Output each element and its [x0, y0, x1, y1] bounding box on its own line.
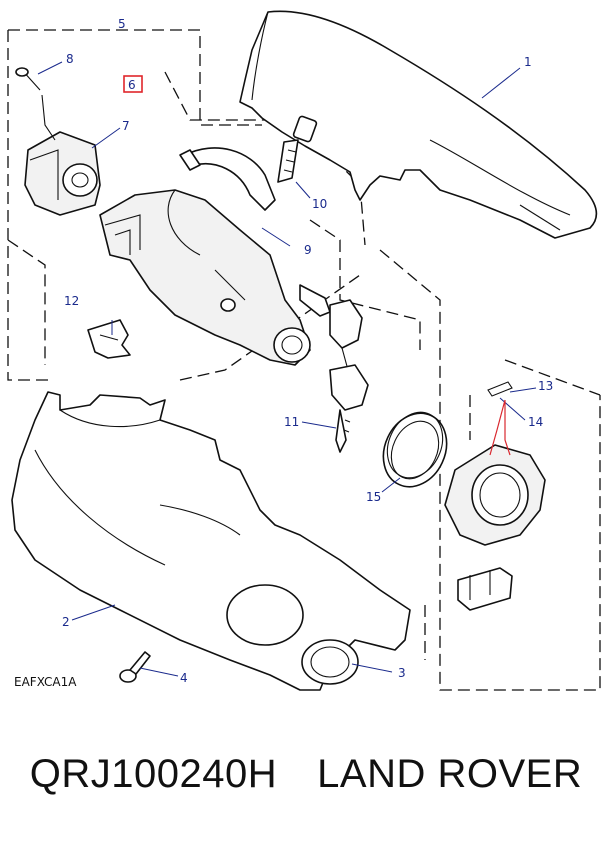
callout-9: 9 [304, 243, 312, 257]
keys-part [299, 284, 369, 453]
callout-10: 10 [312, 197, 327, 211]
callout-11: 11 [284, 415, 299, 429]
screw-part-4 [119, 651, 151, 683]
callout-6: 6 [128, 78, 136, 92]
callout-4: 4 [180, 671, 188, 685]
diagram-reference-code: EAFXCA1A [14, 675, 77, 689]
ring-part [382, 411, 448, 488]
callout-12: 12 [64, 294, 79, 308]
screw-part-8 [15, 67, 56, 141]
clamp-part [179, 147, 276, 211]
red-leader-14 [489, 399, 511, 456]
lower-cowl-part [11, 391, 411, 691]
callout-labels: 1 2 3 4 5 6 8 7 9 10 11 12 13 14 15 [62, 17, 553, 685]
callout-14: 14 [528, 415, 543, 429]
transponder-coil-part [444, 381, 546, 546]
callout-7: 7 [122, 119, 130, 133]
part-caption: QRJ100240H LAND ROVER [0, 752, 612, 797]
clip-part [87, 319, 131, 359]
brand-name: LAND ROVER [317, 752, 583, 796]
upper-cowl-part [239, 10, 598, 239]
bezel-part [301, 639, 359, 685]
callout-13: 13 [538, 379, 553, 393]
callout-3: 3 [398, 666, 406, 680]
callout-15: 15 [366, 490, 381, 504]
callout-6-highlight-box [123, 75, 143, 93]
part-number: QRJ100240H [29, 752, 278, 796]
callout-1: 1 [524, 55, 532, 69]
steering-lock-housing [99, 189, 311, 366]
callout-leaders [37, 61, 537, 677]
callout-2: 2 [62, 615, 70, 629]
callout-5: 5 [118, 17, 126, 31]
callout-8: 8 [66, 52, 74, 66]
ignition-switch-part [24, 131, 101, 216]
exploded-parts-diagram: 1 2 3 4 5 6 8 7 9 10 11 12 13 14 15 EAFX… [7, 10, 601, 691]
bolt-part [277, 115, 318, 183]
connector-part [457, 567, 513, 611]
